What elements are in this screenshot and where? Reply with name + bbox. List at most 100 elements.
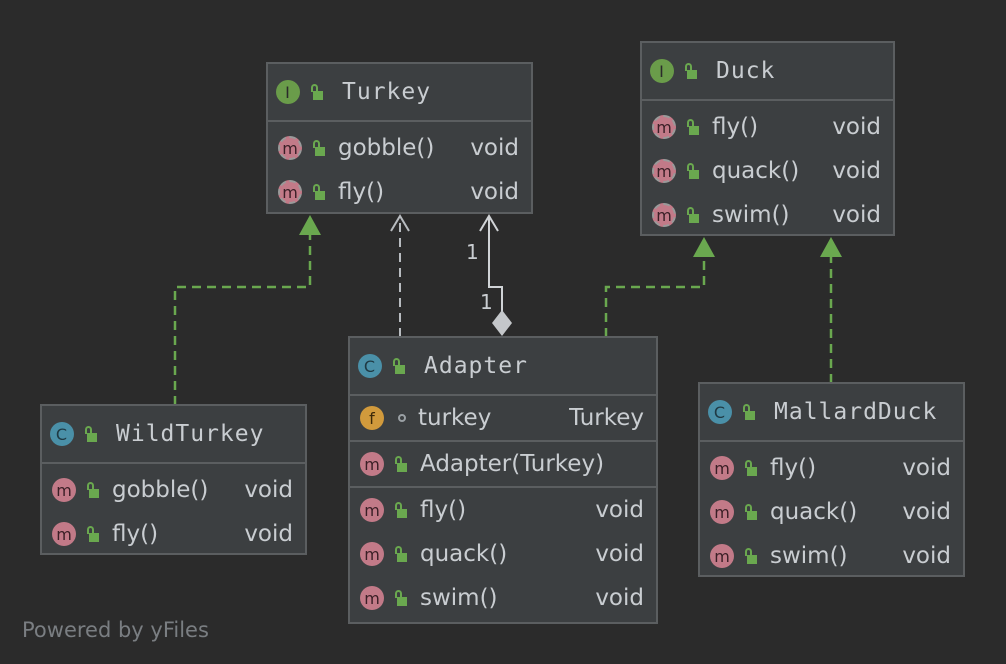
method-row[interactable]: m gobble() void xyxy=(52,468,293,512)
node-mallardduck[interactable]: C MallardDuck m fly() void m quack() voi… xyxy=(698,382,965,577)
method-type: void xyxy=(832,158,881,184)
node-title: Adapter xyxy=(424,353,528,379)
public-lock-icon xyxy=(394,590,407,606)
method-name: fly() xyxy=(420,497,467,523)
node-title: Duck xyxy=(716,58,776,84)
field-name: turkey xyxy=(418,405,492,431)
method-row[interactable]: m gobble() void xyxy=(278,126,519,170)
method-row[interactable]: m fly() void xyxy=(710,446,951,490)
node-header: C Adapter xyxy=(350,338,656,396)
method-type: void xyxy=(244,477,293,503)
method-type: void xyxy=(832,114,881,140)
method-icon: m xyxy=(710,544,734,568)
node-turkey[interactable]: I Turkey m gobble() void m fly() void xyxy=(266,62,533,214)
package-private-icon xyxy=(398,414,406,422)
method-type: void xyxy=(902,455,951,481)
method-row[interactable]: m fly() void xyxy=(52,512,293,556)
method-type: void xyxy=(470,179,519,205)
method-row[interactable]: m swim() void xyxy=(710,534,951,578)
fields-section: f turkey Turkey xyxy=(350,396,656,442)
method-icon: m xyxy=(52,478,76,502)
method-type: void xyxy=(902,499,951,525)
node-header: C WildTurkey xyxy=(42,406,305,464)
public-lock-icon xyxy=(742,404,755,420)
arrowhead-mallardduck-implements-duck xyxy=(820,237,842,257)
field-row[interactable]: f turkey Turkey xyxy=(360,396,644,440)
method-type: void xyxy=(595,541,644,567)
class-icon: C xyxy=(708,400,732,424)
public-lock-icon xyxy=(394,502,407,518)
method-name: fly() xyxy=(712,114,759,140)
method-name: fly() xyxy=(770,455,817,481)
multiplicity-label-source: 1 xyxy=(480,290,493,314)
method-name: quack() xyxy=(420,541,508,567)
edge-wildturkey-implements-turkey xyxy=(173,232,312,405)
method-type: void xyxy=(470,135,519,161)
method-row[interactable]: m quack() void xyxy=(360,532,644,576)
method-row[interactable]: m fly() void xyxy=(652,105,881,149)
method-name: fly() xyxy=(338,179,385,205)
node-duck[interactable]: I Duck m fly() void m quack() void m swi… xyxy=(640,41,895,236)
abstract-method-icon: m xyxy=(652,159,676,183)
method-row[interactable]: m swim() void xyxy=(360,576,644,620)
public-lock-icon xyxy=(310,84,323,100)
method-icon: m xyxy=(360,542,384,566)
public-lock-icon xyxy=(686,163,699,179)
constructor-name: Adapter(Turkey) xyxy=(420,451,605,477)
node-adapter[interactable]: C Adapter f turkey Turkey m Adapter(Turk… xyxy=(348,336,658,624)
arrowhead-dependency-turkey xyxy=(390,214,410,232)
method-row[interactable]: m swim() void xyxy=(652,193,881,237)
field-type: Turkey xyxy=(569,405,644,431)
node-header: I Duck xyxy=(642,43,893,101)
powered-by-footer: Powered by yFiles xyxy=(22,618,209,642)
method-name: quack() xyxy=(770,499,858,525)
method-icon: m xyxy=(360,498,384,522)
public-lock-icon xyxy=(86,482,99,498)
public-lock-icon xyxy=(744,548,757,564)
method-name: swim() xyxy=(712,202,790,228)
public-lock-icon xyxy=(744,504,757,520)
constructors-section: m Adapter(Turkey) xyxy=(350,442,656,488)
method-name: swim() xyxy=(770,543,848,569)
public-lock-icon xyxy=(394,456,407,472)
public-lock-icon xyxy=(392,358,405,374)
abstract-method-icon: m xyxy=(652,115,676,139)
method-row[interactable]: m quack() void xyxy=(652,149,881,193)
public-lock-icon xyxy=(744,460,757,476)
method-name: fly() xyxy=(112,521,159,547)
public-lock-icon xyxy=(686,119,699,135)
public-lock-icon xyxy=(394,546,407,562)
method-name: quack() xyxy=(712,158,800,184)
method-type: void xyxy=(902,543,951,569)
constructor-row[interactable]: m Adapter(Turkey) xyxy=(360,442,644,486)
public-lock-icon xyxy=(684,63,697,79)
method-row[interactable]: m quack() void xyxy=(710,490,951,534)
node-title: WildTurkey xyxy=(116,421,265,447)
method-name: gobble() xyxy=(112,477,209,503)
method-icon: m xyxy=(360,586,384,610)
public-lock-icon xyxy=(686,207,699,223)
arrowhead-aggregation-turkey xyxy=(479,214,499,232)
abstract-method-icon: m xyxy=(278,180,302,204)
interface-icon: I xyxy=(650,59,674,83)
method-icon: m xyxy=(710,456,734,480)
methods-section: m gobble() void m fly() void xyxy=(42,464,305,556)
method-type: void xyxy=(832,202,881,228)
aggregation-diamond xyxy=(492,310,512,336)
class-icon: C xyxy=(50,422,74,446)
node-header: I Turkey xyxy=(268,64,531,122)
methods-section: m gobble() void m fly() void xyxy=(268,122,531,214)
method-type: void xyxy=(595,497,644,523)
node-wildturkey[interactable]: C WildTurkey m gobble() void m fly() voi… xyxy=(40,404,307,555)
method-type: void xyxy=(244,521,293,547)
node-title: MallardDuck xyxy=(774,399,938,425)
edge-adapter-aggregation-turkey xyxy=(488,216,503,313)
abstract-method-icon: m xyxy=(652,203,676,227)
abstract-method-icon: m xyxy=(278,136,302,160)
method-row[interactable]: m fly() void xyxy=(360,488,644,532)
interface-icon: I xyxy=(276,80,300,104)
public-lock-icon xyxy=(84,426,97,442)
method-row[interactable]: m fly() void xyxy=(278,170,519,214)
